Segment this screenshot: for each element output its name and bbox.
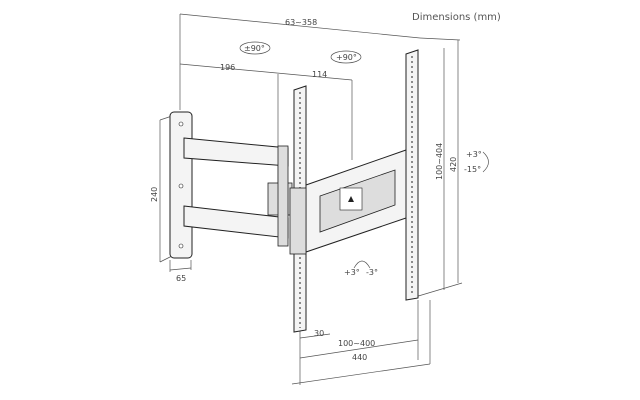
label-rotation-plus: +3° — [344, 268, 360, 277]
label-rotation-minus: -3° — [366, 268, 378, 277]
dimension-lines — [159, 13, 463, 385]
label-arm-length-2: 114 — [312, 70, 327, 79]
label-arm-length-1: 196 — [220, 63, 235, 72]
label-swivel-left: ±90° — [244, 44, 265, 53]
label-wall-plate-height: 240 — [150, 187, 159, 202]
tv-bracket — [289, 149, 407, 255]
articulating-arms — [183, 137, 293, 247]
label-tilt-up: +3° — [466, 150, 482, 159]
label-arm-extension: 63~358 — [285, 18, 317, 27]
label-rail-offset: 30 — [314, 329, 324, 338]
label-rail-height: 420 — [449, 157, 458, 172]
wall-plate — [169, 111, 193, 259]
label-swivel-right: +90° — [336, 53, 357, 62]
diagram-title: Dimensions (mm) — [412, 12, 501, 23]
label-tilt-down: -15° — [464, 165, 481, 174]
label-vesa-vertical: 100~404 — [435, 143, 444, 180]
vertical-rail-right — [405, 49, 419, 301]
label-vesa-horizontal: 100~400 — [338, 339, 375, 348]
label-bracket-width: 440 — [352, 353, 367, 362]
label-wall-plate-width: 65 — [176, 274, 186, 283]
